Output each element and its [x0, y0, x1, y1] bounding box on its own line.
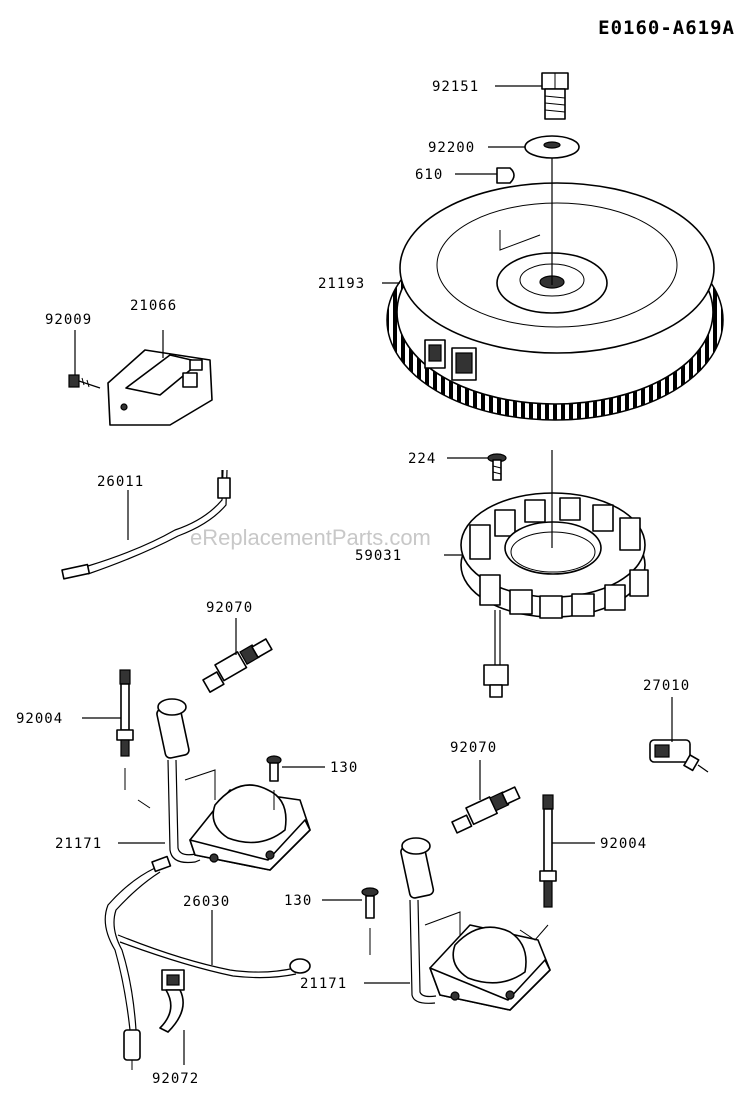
oil-switch-27010-part [649, 739, 709, 773]
ignition-coil-21171-upper-part [156, 698, 311, 871]
label-92200: 92200 [428, 140, 475, 156]
watermark-text: eReplacementParts.com [190, 525, 431, 550]
label-92004-upper: 92004 [16, 711, 63, 727]
label-224: 224 [408, 451, 436, 467]
lead-26011-part [61, 469, 231, 580]
label-92070-lower: 92070 [450, 740, 497, 756]
screw-92009-part [68, 374, 101, 389]
screw-130-lower-part [361, 887, 379, 955]
label-21171-upper: 21171 [55, 836, 102, 852]
ignition-coil-21171-lower-part [400, 837, 551, 1011]
label-26030: 26030 [183, 894, 230, 910]
spark-plug-92070-lower-part [451, 786, 521, 834]
label-26011: 26011 [97, 474, 144, 490]
label-130-upper: 130 [330, 760, 358, 776]
regulator-21066-part [107, 349, 213, 426]
label-21066: 21066 [130, 298, 177, 314]
harness-26030-part [104, 855, 311, 1070]
bolt-92004-upper-part [116, 669, 134, 790]
flywheel-21193-part [386, 182, 724, 421]
label-92009: 92009 [45, 312, 92, 328]
label-21193: 21193 [318, 276, 365, 292]
stator-59031-part [460, 492, 649, 698]
label-610: 610 [415, 167, 443, 183]
label-21171-lower: 21171 [300, 976, 347, 992]
connector-92072-part [159, 969, 185, 1033]
label-130-lower: 130 [284, 893, 312, 909]
key-610-part [496, 167, 515, 184]
spark-plug-92070-upper-part [202, 638, 273, 693]
label-27010: 27010 [643, 678, 690, 694]
washer-92200-part [524, 135, 580, 159]
label-59031: 59031 [355, 548, 402, 564]
bolt-92004-lower-part [539, 794, 557, 908]
label-92070-upper: 92070 [206, 600, 253, 616]
label-92004-lower: 92004 [600, 836, 647, 852]
label-92151: 92151 [432, 79, 479, 95]
screw-224-part [487, 453, 507, 481]
screw-130-upper-part [266, 755, 282, 810]
label-92072: 92072 [152, 1071, 199, 1087]
bolt-92151-part [541, 72, 569, 120]
diagram-code: E0160-A619A [598, 17, 735, 39]
